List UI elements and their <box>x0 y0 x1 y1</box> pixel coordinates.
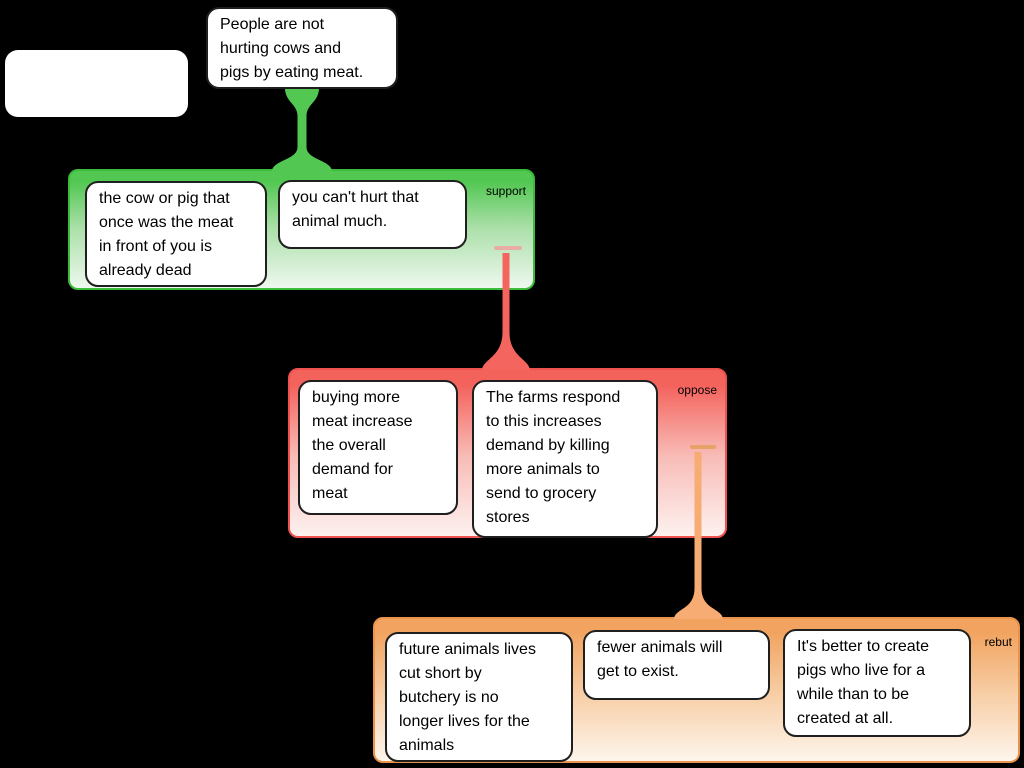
support-connector <box>272 88 332 171</box>
support-group-label: support <box>485 184 526 198</box>
rebut-premise-node-2[interactable]: fewer animals will get to exist. <box>583 630 770 700</box>
rebut-premise-node-3[interactable]: It's better to create pigs who live for … <box>783 629 971 737</box>
oppose-group-label: oppose <box>677 383 717 397</box>
rebut-premise-node-1[interactable]: future animals lives cut short by butche… <box>385 632 573 762</box>
empty-node[interactable] <box>5 50 188 117</box>
support-premise-node-2[interactable]: you can't hurt that animal much. <box>278 180 467 249</box>
oppose-premise-node-1[interactable]: buying more meat increase the overall de… <box>298 380 458 515</box>
root-claim-node[interactable]: People are not hurting cows and pigs by … <box>206 7 398 89</box>
rebut-group-label: rebut <box>984 635 1012 649</box>
support-premise-node-1[interactable]: the cow or pig that once was the meat in… <box>85 181 267 287</box>
oppose-premise-node-2[interactable]: The farms respond to this increases dema… <box>472 380 658 538</box>
